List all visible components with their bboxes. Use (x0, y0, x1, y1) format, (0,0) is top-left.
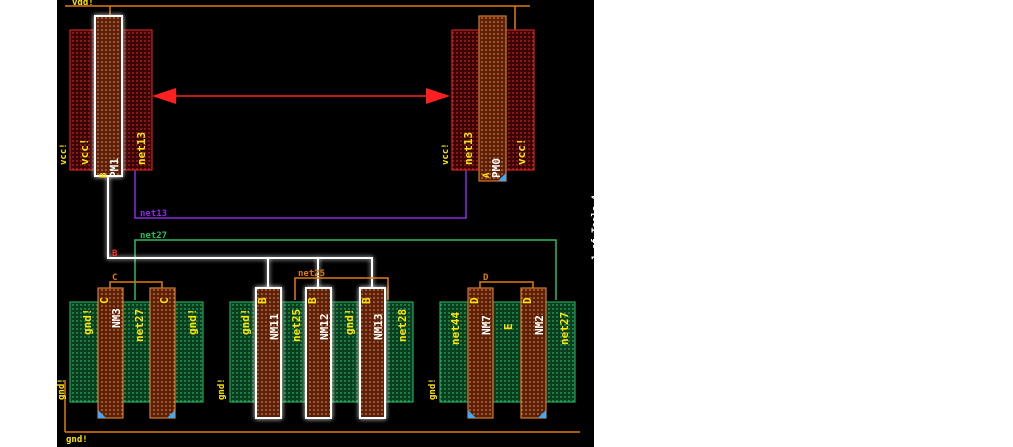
nmos-nm12-pin: B (306, 297, 319, 304)
nmos-g1-label-3: gnd! (186, 309, 199, 336)
nmos-nm13-gate[interactable] (359, 287, 386, 419)
nmos-nm7-corner (468, 410, 476, 418)
nmos-nm13-pin: B (360, 297, 373, 304)
nmos-nm3-name: NM3 (110, 308, 123, 328)
nmos-nm11-gate[interactable] (255, 287, 282, 419)
pmos-pm0-label-2: vcc! (515, 139, 528, 166)
pmos-pm0-name: PM0 (490, 158, 503, 178)
double-arrow-icon[interactable] (152, 88, 450, 104)
pmos-pm1-label-2: net13 (135, 132, 148, 165)
pmos-pm0-corner (498, 173, 506, 181)
nmos-g2-label-1: gnd! (239, 309, 252, 336)
nmos-group-3-diffusion (439, 301, 576, 403)
pmos-pm1-pin: B (99, 172, 109, 178)
nmos-group-3[interactable]: net44 E net27 NM7 NM2 D D gnd! (428, 287, 576, 419)
side-tools-label: 1 of Tools 4 (591, 194, 601, 260)
net27-wire: net27 (134, 231, 557, 300)
nmos-g2-label-2: net25 (290, 309, 303, 342)
nmos-group-1-diffusion (69, 301, 204, 403)
nmos-nm7-gate[interactable] (467, 287, 494, 419)
pmos-pm0-side-label: vcc! (441, 143, 451, 165)
net13-wire-label: net13 (140, 209, 167, 219)
net13-wire: net13 (134, 170, 467, 219)
gnd-label: gnd! (66, 435, 88, 445)
nmos-g2-gnd-side: gnd! (217, 378, 227, 400)
pmos-pm0-gate[interactable] (478, 15, 507, 182)
nmos-nm2-name: NM2 (533, 315, 546, 335)
nmos-nm2-gate[interactable] (520, 287, 547, 419)
nmos-nm13-name: NM13 (372, 314, 385, 341)
net-b-label: B (112, 249, 118, 259)
nmos-g2-label-3: gnd! (343, 309, 356, 336)
nmos-nm7-name: NM7 (480, 315, 493, 335)
nmos-g3-label-3: net27 (558, 312, 571, 345)
nmos-g1-label-2: net27 (133, 309, 146, 342)
vdd-label: vdd! (72, 0, 94, 8)
nmos-nm2-pin: D (521, 297, 534, 304)
pmos-pm0[interactable]: net13 vcc! PM0 A vcc! (441, 15, 535, 182)
nmos-nm2-corner (538, 410, 546, 418)
nmos-nm3-pin: C (98, 297, 111, 304)
nmos-group-1[interactable]: gnd! net27 gnd! NM3 C C gnd! (57, 287, 204, 419)
pmos-pm1-side-label: vcc! (59, 143, 69, 165)
nmos-g3-label-2: E (502, 323, 515, 330)
gnd-rail: gnd! (64, 380, 580, 445)
nmos-c2-corner (167, 410, 175, 418)
net-c-label: C (112, 273, 117, 283)
nmos-g3-label-1: net44 (449, 312, 462, 345)
pmos-pm1[interactable]: vcc! net13 PM1 B vcc! (59, 15, 153, 178)
pmos-pm1-label-1: vcc! (78, 139, 91, 166)
nmos-nm7-pin: D (468, 297, 481, 304)
pmos-pm0-pin: A (482, 172, 492, 178)
pmos-pm1-name: PM1 (108, 158, 121, 178)
nmos-g1-label-1: gnd! (81, 309, 94, 336)
nmos-nm3-corner (98, 410, 106, 418)
net25-wire: net25 (294, 269, 389, 300)
nmos-g3-gnd-side: gnd! (428, 378, 438, 400)
nmos-nm12-gate[interactable] (305, 287, 332, 419)
net-d-label: D (483, 273, 489, 283)
nmos-nm3-gate[interactable] (97, 287, 124, 419)
nmos-nm11-name: NM11 (268, 313, 281, 340)
nmos-c2-gate[interactable] (149, 287, 176, 419)
nmos-g1-gnd-side: gnd! (57, 378, 67, 400)
nmos-nm12-name: NM12 (318, 314, 331, 341)
nmos-c2-pin: C (158, 297, 171, 304)
net27-wire-label: net27 (140, 231, 167, 241)
nmos-g2-label-4: net28 (396, 309, 409, 342)
pmos-pm1-gate[interactable] (94, 15, 123, 177)
nmos-nm11-pin: B (256, 297, 269, 304)
net25-wire-label: net25 (298, 269, 325, 279)
nmos-group-2[interactable]: gnd! net25 gnd! net28 NM11 NM12 NM13 B B… (217, 287, 414, 419)
pmos-pm0-label-1: net13 (462, 132, 475, 165)
